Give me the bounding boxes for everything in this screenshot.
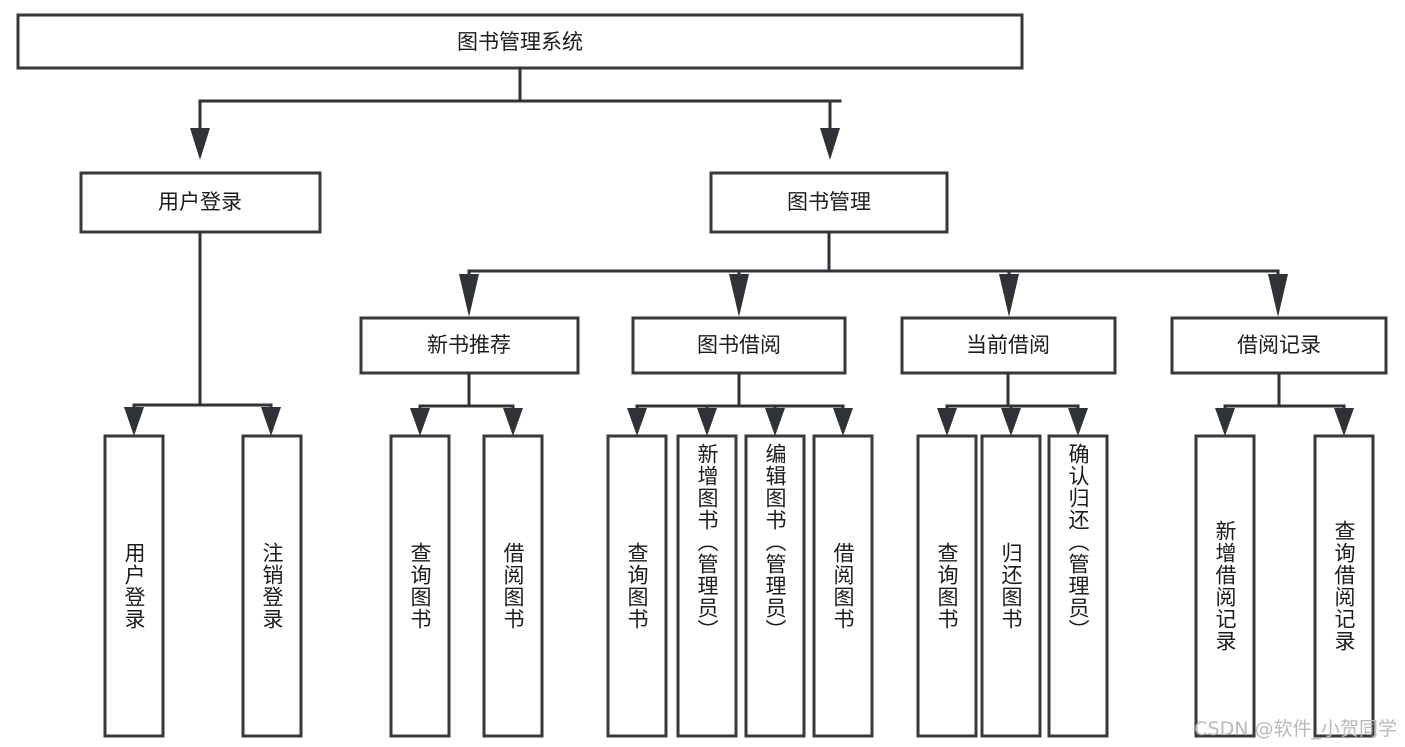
- node-user-login[interactable]: 用户登录: [79, 171, 322, 234]
- connector-current-borrow-to-leaves: [937, 371, 1088, 436]
- leaf-box-confirm-return-admin[interactable]: [1047, 434, 1109, 738]
- connector-root-to-level2: [190, 66, 842, 160]
- leaf-box-user-login[interactable]: [103, 434, 165, 738]
- leaf-box-add-borrow-record[interactable]: [1194, 434, 1256, 738]
- node-root-label: 图书管理系统: [457, 30, 583, 54]
- node-new-book-recommend-label: 新书推荐: [427, 333, 511, 357]
- connector-user-login-to-leaves: [124, 230, 281, 436]
- node-book-borrow-label: 图书借阅: [697, 333, 781, 357]
- node-current-borrow-label: 当前借阅: [966, 333, 1050, 357]
- leaf-box-return-book[interactable]: [980, 434, 1042, 738]
- leaf-box-recommend-borrow-book[interactable]: [482, 434, 544, 738]
- node-borrow-record[interactable]: 借阅记录: [1170, 316, 1388, 375]
- node-book-management-label: 图书管理: [787, 190, 871, 214]
- leaf-box-current-query-book[interactable]: [916, 434, 978, 738]
- node-current-borrow-box[interactable]: [900, 316, 1117, 375]
- node-borrow-record-label: 借阅记录: [1237, 333, 1321, 357]
- leaf-box-logout[interactable]: [241, 434, 303, 738]
- node-root[interactable]: 图书管理系统: [16, 13, 1024, 70]
- node-user-login-box[interactable]: [79, 171, 322, 234]
- node-new-book-recommend-box[interactable]: [359, 316, 580, 375]
- leaf-box-recommend-query-book[interactable]: [389, 434, 451, 738]
- node-new-book-recommend[interactable]: 新书推荐: [359, 316, 580, 375]
- connector-borrow-record-to-leaves: [1215, 371, 1354, 436]
- leaf-box-query-borrow-record[interactable]: [1313, 434, 1375, 738]
- node-root-box[interactable]: [16, 13, 1024, 70]
- connector-book-borrow-to-leaves: [627, 371, 853, 436]
- node-user-login-label: 用户登录: [158, 190, 242, 214]
- leaf-box-borrow-query-book[interactable]: [606, 434, 668, 738]
- connector-book-management-to-level3: [459, 230, 1288, 317]
- leaf-box-add-book-admin[interactable]: [676, 434, 738, 738]
- leaf-box-borrow-book[interactable]: [812, 434, 874, 738]
- connector-new-book-recommend-to-leaves: [410, 371, 523, 436]
- node-current-borrow[interactable]: 当前借阅: [900, 316, 1117, 375]
- node-book-management[interactable]: 图书管理: [709, 171, 949, 234]
- node-book-borrow[interactable]: 图书借阅: [631, 316, 847, 375]
- leaf-box-edit-book-admin[interactable]: [744, 434, 806, 738]
